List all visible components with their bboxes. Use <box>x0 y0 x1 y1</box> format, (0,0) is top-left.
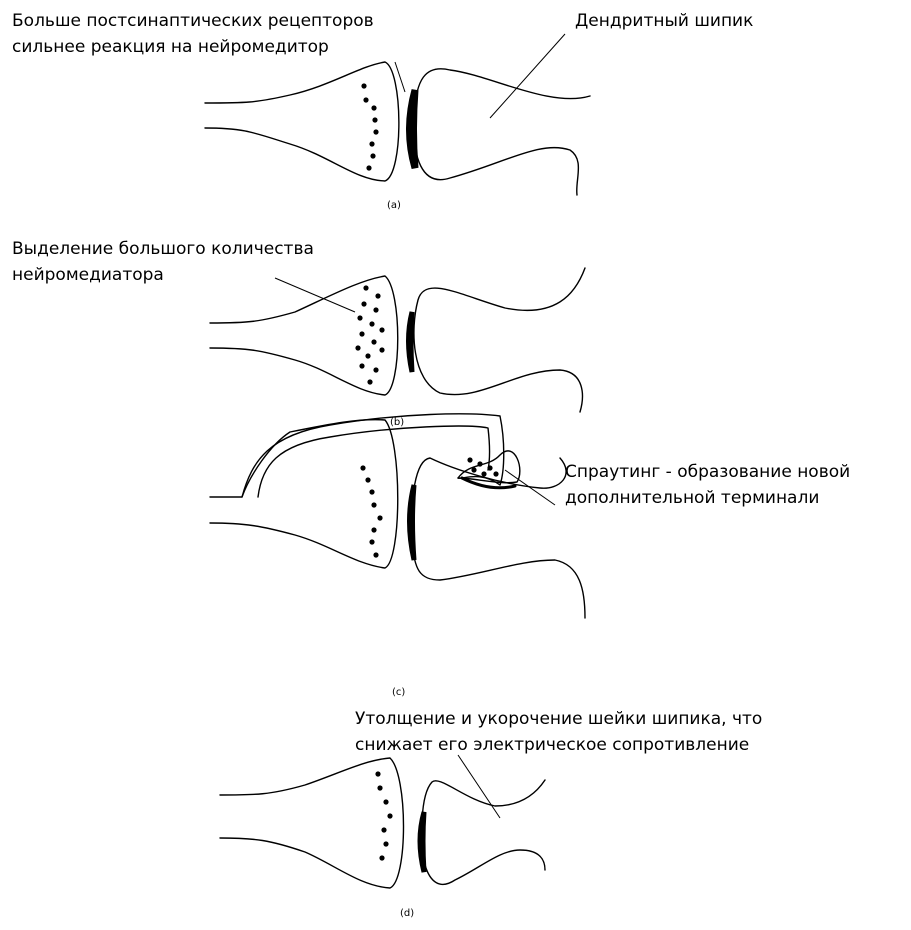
postsynaptic-density <box>409 312 413 372</box>
vesicles <box>361 83 378 170</box>
caption-c: (c) <box>392 687 405 698</box>
presynaptic-terminal <box>210 276 398 395</box>
caption-d: (d) <box>400 908 414 919</box>
annotation-dendritic-spine: Дендритный шипик <box>575 11 753 31</box>
annotation-neck-line2: снижает его электрическое сопротивление <box>355 735 749 755</box>
postsynaptic-density <box>410 485 415 560</box>
presynaptic-terminal <box>210 420 398 568</box>
panel-b: Выделение большого количества нейромедиа… <box>12 239 585 428</box>
leader-line-spine <box>490 34 565 118</box>
annotation-release-line1: Выделение большого количества <box>12 239 314 259</box>
postsynaptic-density <box>410 90 416 168</box>
presynaptic-terminal <box>220 758 404 888</box>
dendritic-spine-outline <box>414 268 585 412</box>
caption-a: (a) <box>387 200 401 211</box>
dendritic-spine-outline <box>422 780 545 884</box>
dendritic-spine-outline <box>414 69 590 195</box>
panel-d: Утолщение и укорочение шейки шипика, что… <box>220 709 762 919</box>
leader-line-neck <box>458 755 500 818</box>
caption-b: (b) <box>390 417 404 428</box>
sprouting-axon-branch <box>242 414 504 497</box>
annotation-sprouting-line1: Спраутинг - образование новой <box>565 462 850 482</box>
annotation-release-line2: нейромедиатора <box>12 265 164 285</box>
annotation-receptors-line2: сильнее реакция на нейромедитор <box>12 37 329 57</box>
postsynaptic-density <box>420 812 424 872</box>
annotation-sprouting-line2: дополнительной терминали <box>565 488 819 508</box>
vesicles <box>355 285 384 384</box>
vesicles <box>360 465 382 557</box>
presynaptic-terminal <box>205 62 399 181</box>
annotation-neck-line1: Утолщение и укорочение шейки шипика, что <box>355 709 762 729</box>
annotation-receptors-line1: Больше постсинаптических рецепторов <box>12 11 374 31</box>
vesicles <box>375 771 392 860</box>
leader-line-release <box>275 278 355 312</box>
panel-a: Больше постсинаптических рецепторов силь… <box>12 11 753 211</box>
panel-c: Спраутинг - образование новой дополнител… <box>210 414 850 698</box>
